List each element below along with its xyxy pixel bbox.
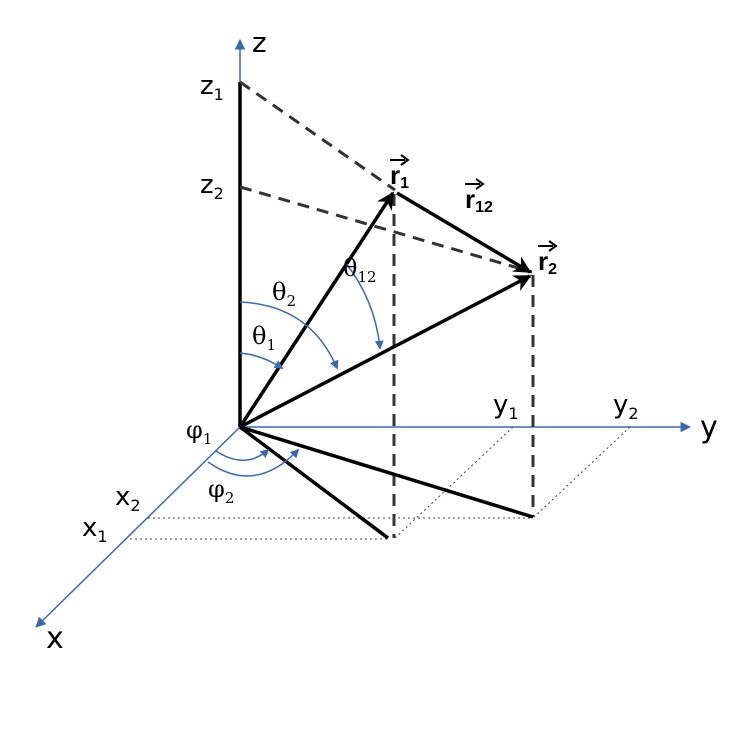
z1-projection-line bbox=[239, 80, 396, 192]
angle-label-phi1: φ1 bbox=[186, 416, 212, 448]
phi1-arc bbox=[215, 448, 270, 461]
tick-label-y2: y2 bbox=[613, 390, 639, 423]
vector-label-r1: r1 bbox=[390, 154, 410, 192]
theta2-arc bbox=[239, 301, 339, 370]
angle-label-theta1: θ1 bbox=[252, 322, 276, 354]
vector-label-r2: r2 bbox=[538, 240, 558, 278]
tick-label-z2: z2 bbox=[200, 170, 224, 203]
angle-label-theta12: θ12 bbox=[343, 254, 377, 286]
r1-floor-projection bbox=[238, 425, 390, 540]
tick-label-x2: x2 bbox=[115, 482, 141, 515]
r12-vector-arrow bbox=[396, 191, 532, 274]
y2-floor-dotted bbox=[532, 426, 631, 519]
tick-label-y1: y1 bbox=[493, 390, 519, 423]
x-axis-line bbox=[35, 426, 241, 628]
y1-floor-dotted bbox=[393, 426, 514, 540]
theta1-arc bbox=[239, 352, 284, 369]
axis-label-y: y bbox=[700, 410, 718, 445]
r1-vector-arrow bbox=[238, 191, 395, 428]
svg-text:r1: r1 bbox=[390, 160, 409, 192]
r2-vector-arrow bbox=[239, 274, 532, 429]
axis-label-x: x bbox=[46, 621, 64, 656]
phi2-arc bbox=[207, 448, 300, 477]
r2-floor-projection bbox=[239, 425, 534, 519]
axis-label-z: z bbox=[252, 26, 267, 59]
angle-label-phi2: φ2 bbox=[208, 475, 234, 507]
angle-label-theta2: θ2 bbox=[272, 278, 296, 310]
svg-text:r12: r12 bbox=[465, 184, 493, 216]
theta12-arc bbox=[344, 261, 384, 350]
svg-text:r2: r2 bbox=[538, 246, 557, 278]
vector-label-r12: r12 bbox=[465, 178, 493, 216]
tick-label-x1: x1 bbox=[82, 513, 108, 546]
z2-projection-line bbox=[239, 185, 533, 274]
tick-label-z1: z1 bbox=[200, 71, 224, 104]
